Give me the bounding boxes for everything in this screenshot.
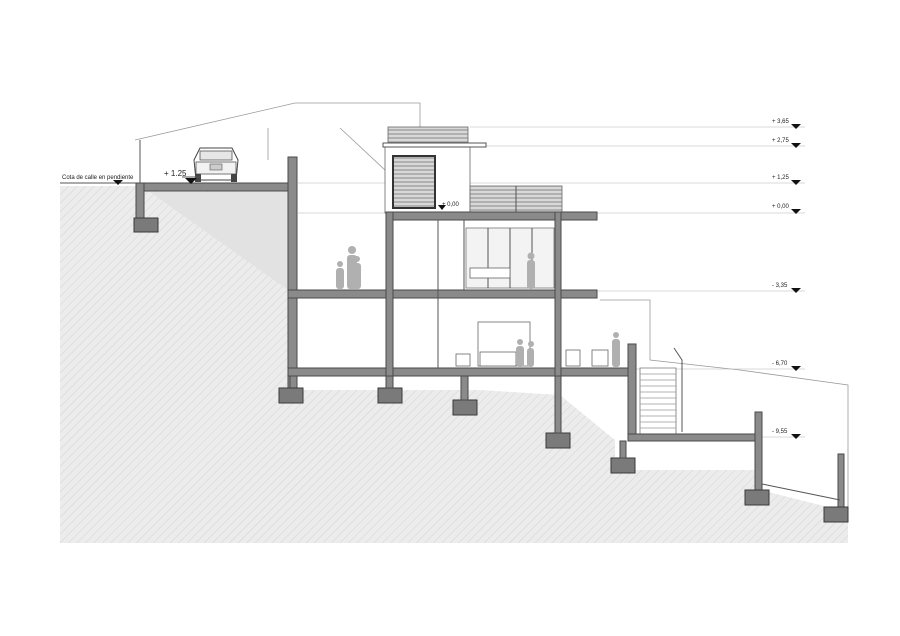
pier-3 bbox=[460, 375, 469, 401]
level-label-365: + 3,65 bbox=[772, 119, 801, 129]
footing-street bbox=[133, 217, 159, 233]
site-profile bbox=[134, 102, 421, 141]
street-slab bbox=[135, 182, 297, 192]
kitchen-counter bbox=[469, 267, 511, 279]
footing-4 bbox=[545, 432, 571, 449]
roof-cap bbox=[387, 126, 469, 144]
site-profile-3 bbox=[339, 127, 386, 171]
pier-5 bbox=[619, 440, 627, 459]
car-level-label: + 1.25 bbox=[164, 169, 187, 178]
person-2 bbox=[336, 261, 344, 289]
lower-ground-line bbox=[761, 483, 841, 501]
svg-text:- 9,55: - 9,55 bbox=[772, 429, 788, 435]
slab-level-0 bbox=[385, 211, 598, 221]
person-4 bbox=[527, 252, 535, 289]
car-level-marker-icon bbox=[185, 178, 197, 184]
person-3 bbox=[353, 256, 361, 289]
pier-4 bbox=[554, 375, 562, 434]
svg-text:+ 1,25: + 1,25 bbox=[772, 175, 790, 181]
slab-level-minus-955 bbox=[627, 433, 761, 442]
street-level-marker-icon bbox=[113, 180, 123, 185]
column-a bbox=[385, 211, 394, 377]
level-label-000: + 0,00 bbox=[772, 204, 801, 214]
chair-1 bbox=[455, 353, 471, 367]
level-label-125: + 1,25 bbox=[772, 175, 801, 185]
far-wall bbox=[837, 453, 845, 511]
footing-3 bbox=[452, 399, 478, 416]
terrain bbox=[60, 186, 848, 543]
level-label-275: + 2,75 bbox=[772, 138, 801, 148]
footing-1 bbox=[278, 387, 304, 404]
site-profile-4 bbox=[600, 299, 849, 510]
footing-5 bbox=[610, 457, 636, 474]
street-label: Cota de calle en pendiente bbox=[62, 175, 134, 181]
floor-level-label: + 0,00 bbox=[442, 202, 460, 208]
floor-level-marker-icon bbox=[438, 205, 446, 210]
footing-7 bbox=[823, 506, 849, 523]
column-b bbox=[554, 211, 562, 377]
footing-6 bbox=[744, 489, 770, 506]
slab-level-minus-670 bbox=[287, 367, 629, 377]
pier-2 bbox=[385, 375, 394, 389]
level-label-670: - 6,70 bbox=[772, 361, 801, 371]
sofa bbox=[479, 351, 517, 367]
level-label-955: - 9,55 bbox=[772, 429, 801, 439]
retaining-wall bbox=[287, 156, 298, 390]
slab-level-minus-335 bbox=[287, 289, 598, 299]
svg-text:+ 0,00: + 0,00 bbox=[772, 204, 790, 210]
level-label-335: - 3,35 bbox=[772, 283, 801, 293]
street-wall bbox=[135, 182, 145, 221]
car-icon bbox=[193, 147, 239, 182]
svg-text:+ 2,75: + 2,75 bbox=[772, 138, 790, 144]
svg-text:- 3,35: - 3,35 bbox=[772, 283, 788, 289]
staircase bbox=[627, 343, 683, 441]
footing-2 bbox=[377, 387, 403, 404]
svg-text:- 6,70: - 6,70 bbox=[772, 361, 788, 367]
chair-3 bbox=[591, 349, 609, 367]
person-7 bbox=[612, 332, 620, 367]
svg-text:+ 3,65: + 3,65 bbox=[772, 119, 790, 125]
person-6 bbox=[527, 341, 534, 367]
chair-2 bbox=[565, 349, 581, 367]
roof-slab bbox=[382, 142, 487, 148]
person-5 bbox=[516, 339, 524, 367]
upper-window bbox=[392, 155, 436, 209]
terrain-shadow bbox=[150, 192, 288, 290]
lower-wall bbox=[754, 411, 763, 493]
